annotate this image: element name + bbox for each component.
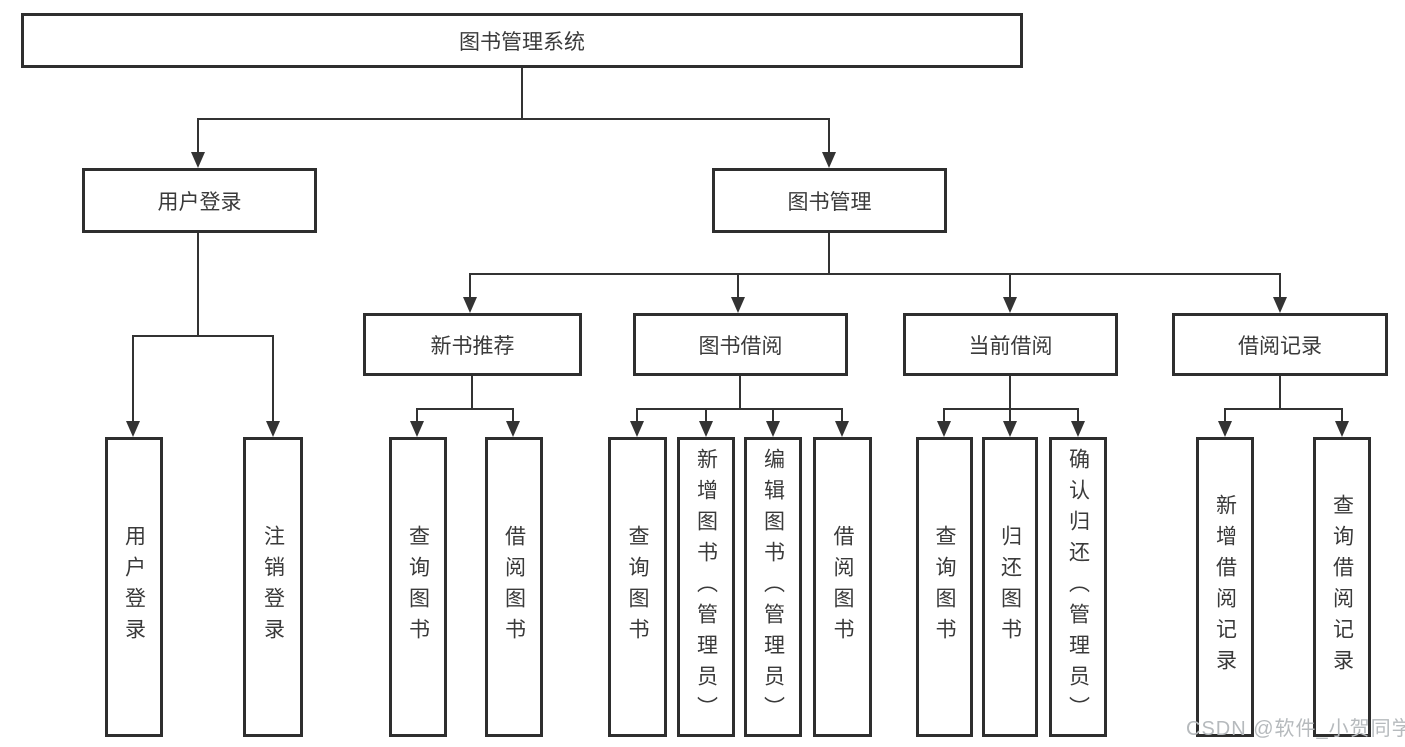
node-book-management-label: 图书管理 (787, 190, 872, 214)
connector-drop-rec-2 (512, 408, 514, 423)
node-book-borrow-label: 图书借阅 (698, 334, 783, 358)
arrowhead-current (1003, 297, 1017, 313)
leaf-records-add-record: 新增借阅记录 (1196, 437, 1254, 737)
connector-records-split (1224, 408, 1343, 410)
arrowhead-recd-1 (1218, 421, 1232, 437)
connector-borrow-split (636, 408, 843, 410)
arrowhead-login-1 (126, 421, 140, 437)
leaf-borrow-add-books-admin-label: 新增图书（管理员） (694, 447, 718, 727)
arrowhead-recd-2 (1335, 421, 1349, 437)
leaf-records-query-record-label: 查询借阅记录 (1330, 494, 1354, 680)
node-library-system: 图书管理系统 (21, 13, 1023, 68)
arrowhead-bor-1 (630, 421, 644, 437)
node-book-management: 图书管理 (712, 168, 947, 233)
node-current-borrow-label: 当前借阅 (968, 334, 1053, 358)
leaf-current-confirm-return-admin: 确认归还（管理员） (1049, 437, 1107, 737)
connector-records-stem (1279, 376, 1281, 408)
node-new-book-recommend: 新书推荐 (363, 313, 582, 376)
arrowhead-user-login (191, 152, 205, 168)
node-book-borrow: 图书借阅 (633, 313, 848, 376)
connector-login-stem (197, 233, 199, 335)
connector-drop-recommend (469, 273, 471, 299)
leaf-current-confirm-return-admin-label: 确认归还（管理员） (1066, 447, 1090, 727)
leaf-logout-label: 注销登录 (261, 525, 285, 649)
connector-drop-login-1 (132, 335, 134, 423)
connector-drop-cur-2 (1009, 408, 1011, 423)
connector-drop-current (1009, 273, 1011, 299)
node-user-login-label: 用户登录 (157, 190, 242, 214)
connector-drop-login-2 (272, 335, 274, 423)
node-borrow-records: 借阅记录 (1172, 313, 1388, 376)
leaf-recommend-query-books-label: 查询图书 (406, 525, 430, 649)
node-library-system-label: 图书管理系统 (459, 30, 585, 54)
connector-recommend-split (416, 408, 514, 410)
arrowhead-bor-2 (699, 421, 713, 437)
arrowhead-cur-3 (1071, 421, 1085, 437)
node-new-book-recommend-label: 新书推荐 (430, 334, 515, 358)
arrowhead-recommend (463, 297, 477, 313)
connector-drop-bor-3 (772, 408, 774, 423)
connector-current-stem (1009, 376, 1011, 408)
node-borrow-records-label: 借阅记录 (1238, 334, 1322, 358)
connector-drop-borrow (737, 273, 739, 299)
arrowhead-book-mgmt (822, 152, 836, 168)
arrowhead-records (1273, 297, 1287, 313)
leaf-borrow-query-books-label: 查询图书 (626, 525, 649, 649)
arrowhead-bor-4 (835, 421, 849, 437)
connector-login-split (132, 335, 274, 337)
connector-drop-cur-1 (943, 408, 945, 423)
arrowhead-borrow (731, 297, 745, 313)
leaf-recommend-borrow-books: 借阅图书 (485, 437, 543, 737)
node-current-borrow: 当前借阅 (903, 313, 1118, 376)
connector-drop-records (1279, 273, 1281, 299)
connector-drop-rec-1 (416, 408, 418, 423)
leaf-borrow-borrow-books-label: 借阅图书 (831, 525, 854, 649)
arrowhead-cur-2 (1003, 421, 1017, 437)
arrowhead-bor-3 (766, 421, 780, 437)
arrowhead-rec-1 (410, 421, 424, 437)
connector-drop-user-login (197, 118, 199, 154)
leaf-recommend-query-books: 查询图书 (389, 437, 447, 737)
connector-drop-bor-2 (705, 408, 707, 423)
connector-recommend-stem (471, 376, 473, 408)
leaf-user-login-label: 用户登录 (122, 525, 146, 649)
leaf-records-add-record-label: 新增借阅记录 (1213, 494, 1237, 680)
connector-root-split (198, 118, 830, 120)
connector-mgmt-stem (828, 233, 830, 273)
connector-drop-cur-3 (1077, 408, 1079, 423)
connector-drop-bor-1 (636, 408, 638, 423)
leaf-current-query-books: 查询图书 (916, 437, 973, 737)
arrowhead-login-2 (266, 421, 280, 437)
connector-borrow-stem (739, 376, 741, 408)
connector-drop-book-mgmt (828, 118, 830, 154)
leaf-recommend-borrow-books-label: 借阅图书 (502, 525, 526, 649)
connector-drop-recd-1 (1224, 408, 1226, 423)
leaf-borrow-edit-books-admin-label: 编辑图书（管理员） (761, 447, 785, 727)
leaf-logout: 注销登录 (243, 437, 303, 737)
leaf-user-login: 用户登录 (105, 437, 163, 737)
arrowhead-rec-2 (506, 421, 520, 437)
connector-current-split (943, 408, 1079, 410)
leaf-current-return-books-label: 归还图书 (998, 525, 1022, 649)
leaf-borrow-edit-books-admin: 编辑图书（管理员） (744, 437, 802, 737)
leaf-current-return-books: 归还图书 (982, 437, 1038, 737)
leaf-records-query-record: 查询借阅记录 (1313, 437, 1371, 737)
leaf-borrow-query-books: 查询图书 (608, 437, 667, 737)
leaf-borrow-add-books-admin: 新增图书（管理员） (677, 437, 735, 737)
leaf-borrow-borrow-books: 借阅图书 (813, 437, 872, 737)
node-user-login: 用户登录 (82, 168, 317, 233)
connector-drop-recd-2 (1341, 408, 1343, 423)
leaf-current-query-books-label: 查询图书 (933, 525, 956, 649)
connector-mgmt-split (469, 273, 1281, 275)
csdn-watermark: CSDN @软件_小贺同学 (1186, 718, 1405, 740)
connector-root-stem (521, 68, 523, 118)
arrowhead-cur-1 (937, 421, 951, 437)
connector-drop-bor-4 (841, 408, 843, 423)
